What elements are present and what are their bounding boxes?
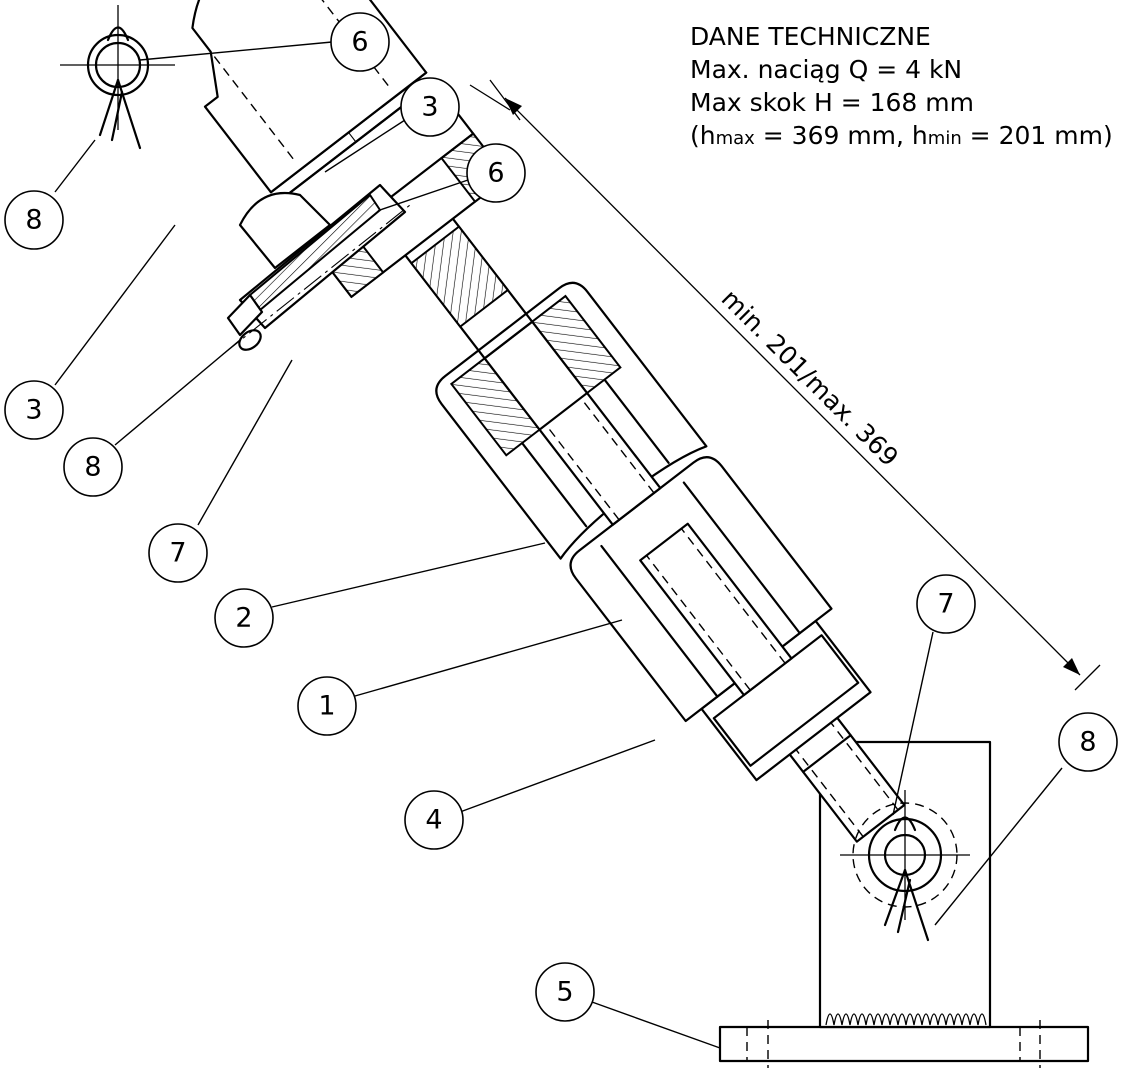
hmax-subscript: max [715,128,755,149]
balloon-label: 8 [1079,727,1096,758]
balloon-label: 6 [487,158,504,189]
hmax-value: = 369 mm, h [754,121,928,150]
balloon-7-left: 7 [148,523,208,583]
balloon-8-right: 8 [1058,712,1118,772]
balloon-label: 7 [937,589,954,620]
balloon-2: 2 [214,588,274,648]
balloon-label: 5 [556,977,573,1008]
balloon-6-mid: 6 [466,143,526,203]
balloon-5: 5 [535,962,595,1022]
inner-screw-1 [639,522,793,697]
balloon-1: 1 [297,676,357,736]
upper-nut-section [449,294,622,457]
balloon-label: 2 [235,603,252,634]
balloon-label: 4 [425,805,442,836]
balloon-label: 8 [25,205,42,236]
height-range: (hmax = 369 mm, hmin = 201 mm) [690,119,1113,155]
dimension-label: min. 201/max. 369 [716,284,904,472]
turnbuckle-body [191,0,918,872]
balloon-3-top: 3 [400,77,460,137]
balloon-label: 6 [351,27,368,58]
base-plate [718,1020,1090,1068]
balloon-label: 3 [421,92,438,123]
hmin-value: = 201 mm) [961,121,1113,150]
max-stroke: Max skok H = 168 mm [690,88,974,117]
hmax-prefix: (h [690,121,716,150]
balloon-8-left: 8 [4,190,64,250]
lower-eye [840,790,970,942]
balloon-7-right: 7 [916,574,976,634]
technical-data-block: DANE TECHNICZNE Max. naciąg Q = 4 kN Max… [690,20,1113,155]
balloon-label: 3 [25,395,42,426]
balloon-8-mid: 8 [63,437,123,497]
technical-data-title: DANE TECHNICZNE [690,22,931,51]
upper-pin [221,183,411,356]
leaders [54,41,1063,1049]
upper-eye [60,5,175,150]
balloon-3-left: 3 [4,380,64,440]
balloon-label: 8 [84,452,101,483]
hmin-subscript: min [927,128,962,149]
balloon-label: 1 [318,691,335,722]
upper-threaded-rod [398,209,534,360]
balloon-6-top: 6 [330,12,390,72]
balloon-label: 7 [169,538,186,569]
balloon-4: 4 [404,790,464,850]
max-tension: Max. naciąg Q = 4 kN [690,55,963,84]
